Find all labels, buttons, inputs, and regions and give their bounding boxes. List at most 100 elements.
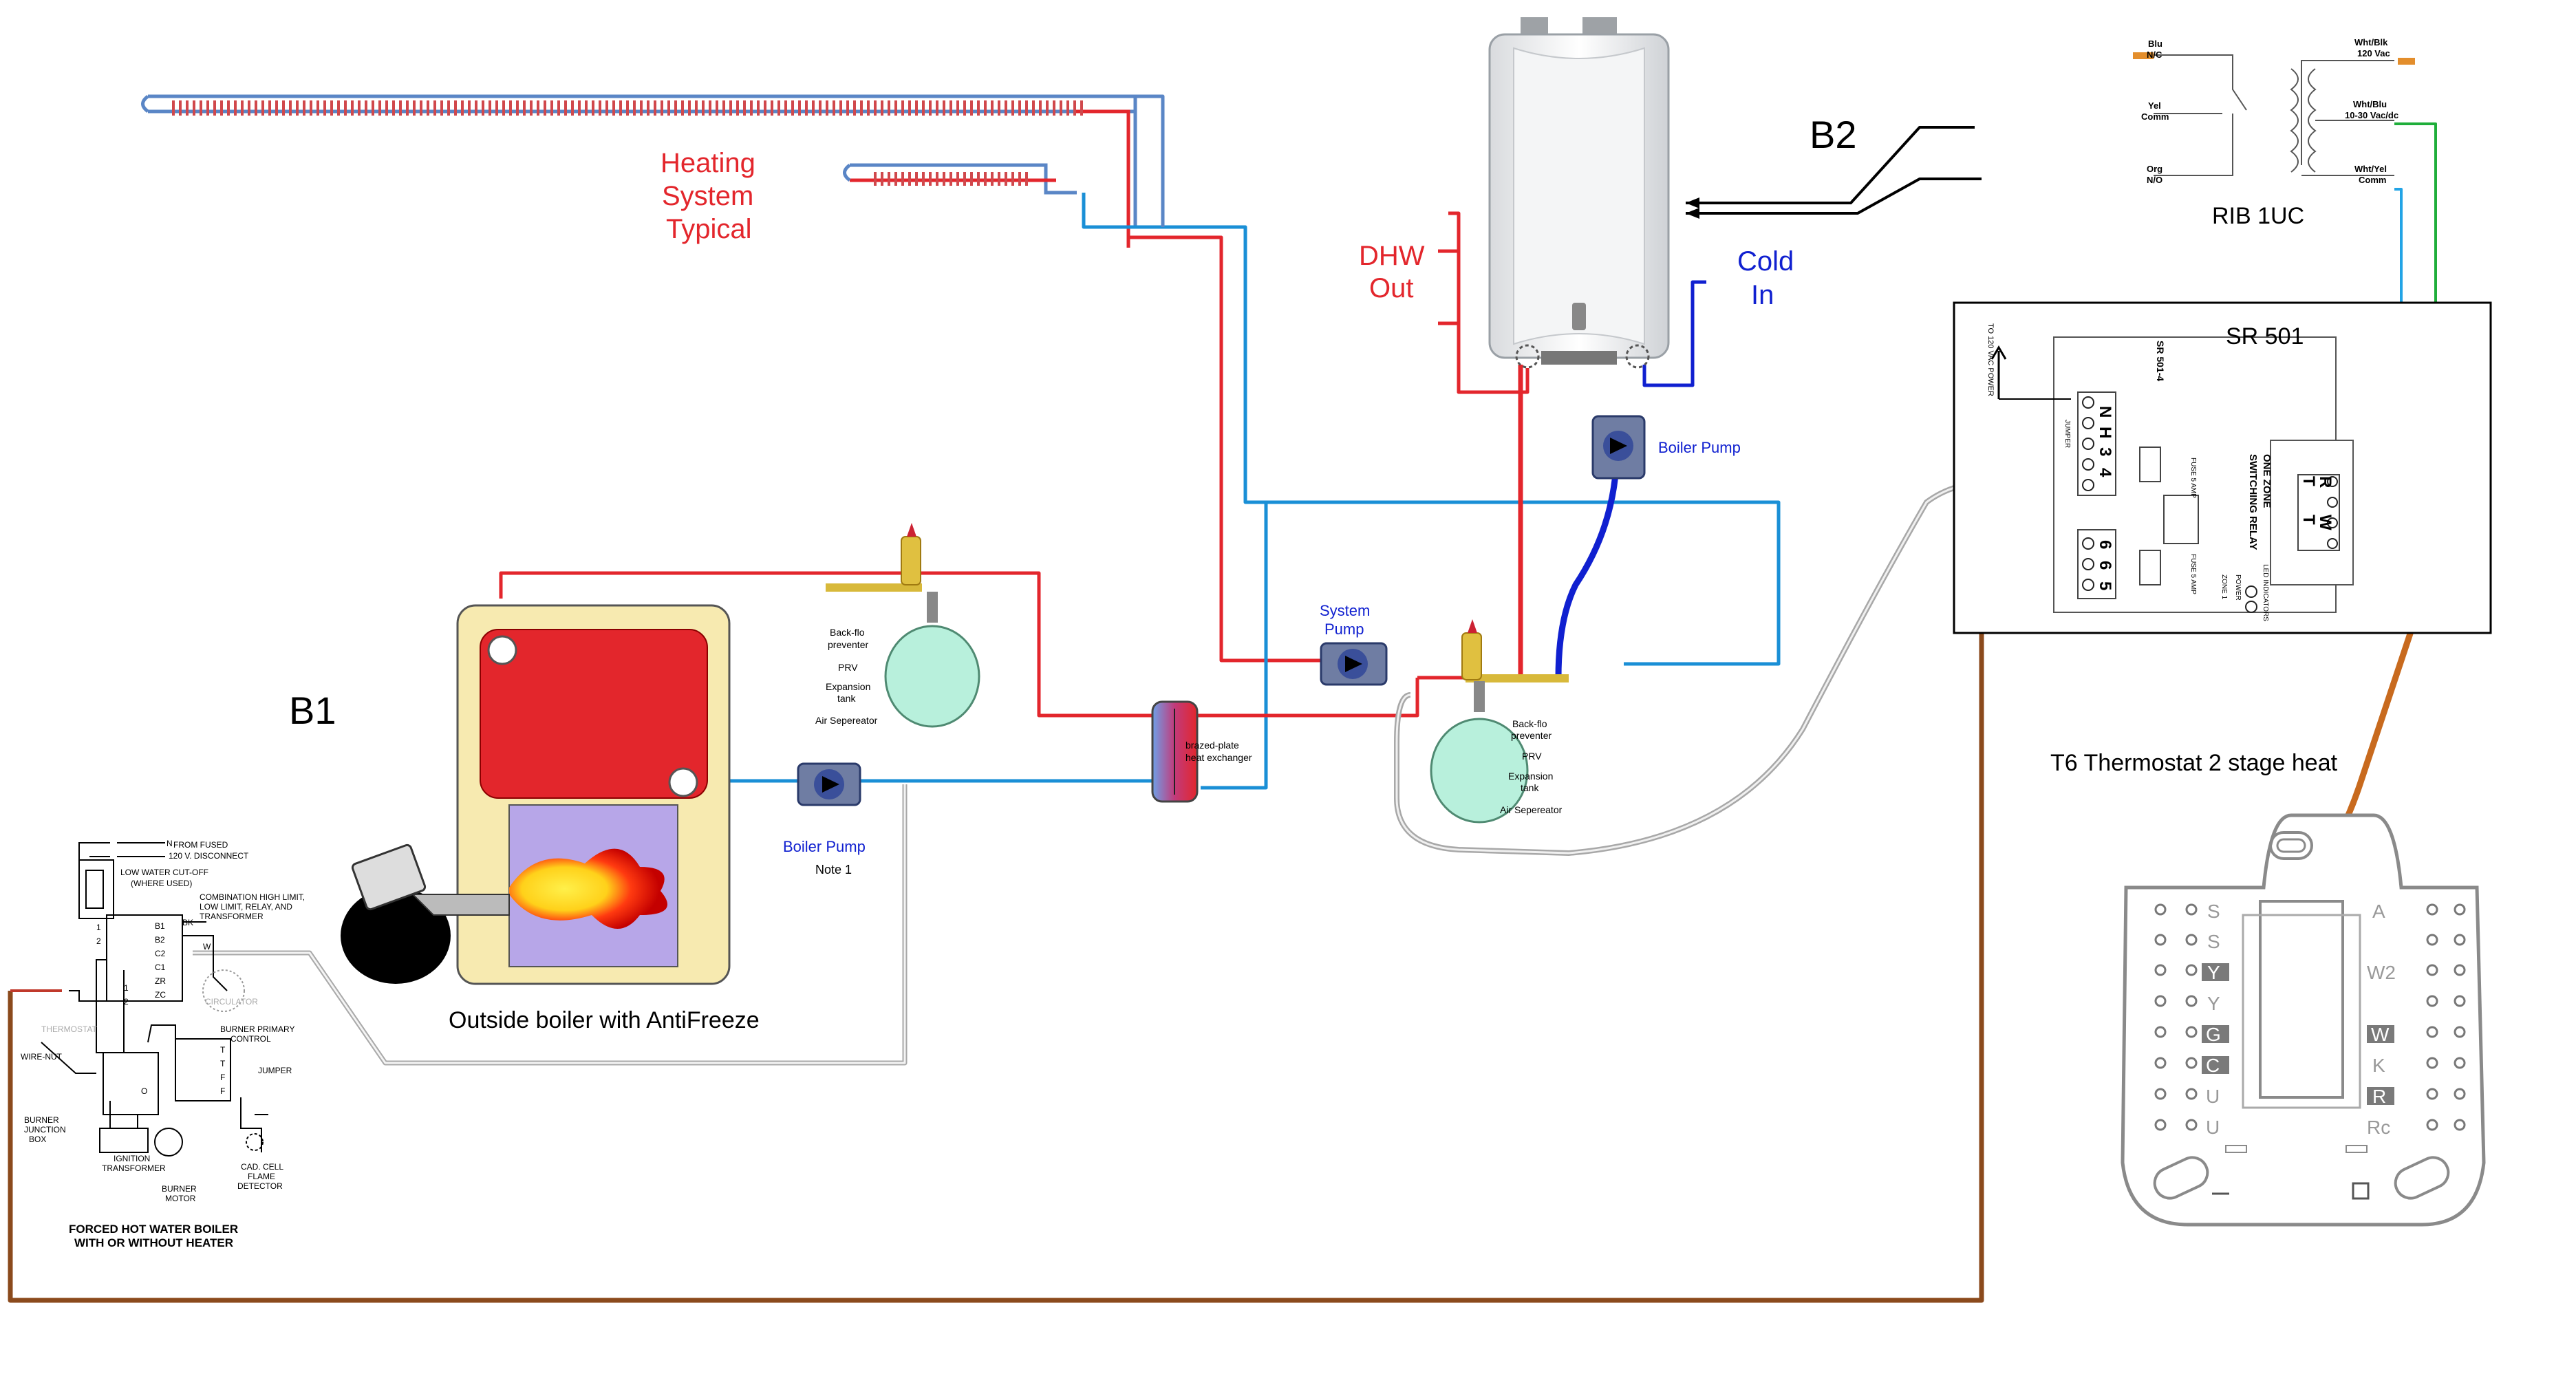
valve-label: preventer bbox=[1511, 730, 1552, 741]
valve-label: Back-flo bbox=[1512, 718, 1547, 729]
boiler-pump-right bbox=[1591, 415, 1646, 480]
valve-label: tank bbox=[1521, 782, 1539, 793]
valve-label: tank bbox=[837, 693, 856, 704]
thermostat-terminal: R bbox=[2372, 1086, 2386, 1107]
rib-label: N/O bbox=[2147, 175, 2162, 185]
thermostat-terminal: Rc bbox=[2367, 1117, 2390, 1138]
label-heating-3: Typical bbox=[666, 214, 752, 244]
sr501-title-1: ONE ZONE bbox=[2261, 454, 2273, 508]
schematic-label: IGNITION bbox=[114, 1154, 150, 1163]
sr501-terminal: R bbox=[2316, 476, 2334, 488]
arrow-icon bbox=[1686, 197, 1699, 219]
sr501-terminal: T bbox=[2299, 515, 2318, 525]
schematic-terminal: 1 bbox=[124, 983, 129, 993]
label-heat-exchanger-2: heat exchanger bbox=[1185, 752, 1252, 763]
valve-label: Back-flo bbox=[830, 627, 865, 638]
schematic-terminal: T bbox=[220, 1045, 226, 1055]
thermostat-terminal: K bbox=[2372, 1055, 2385, 1076]
schematic-label: O bbox=[141, 1086, 147, 1096]
label-sr501: SR 501 bbox=[2226, 323, 2304, 350]
outside-boiler bbox=[341, 604, 731, 985]
label-dhw-1: DHW bbox=[1359, 241, 1425, 271]
schematic-terminal: C1 bbox=[155, 963, 166, 972]
label-b2: B2 bbox=[1810, 113, 1857, 156]
schematic-label: TRANSFORMER bbox=[102, 1163, 166, 1173]
valve-label: Expansion bbox=[826, 681, 870, 692]
schematic-label: FLAME bbox=[248, 1172, 275, 1181]
schematic-label: THERMOSTAT bbox=[41, 1024, 98, 1034]
sr501-model: SR 501-4 bbox=[2155, 341, 2166, 381]
label-b1: B1 bbox=[289, 689, 336, 732]
valve-group-left bbox=[826, 523, 980, 728]
valve-group-right-labels: Back-flo preventer PRV Expansion tank Ai… bbox=[1500, 718, 1563, 815]
t6-thermostat-base bbox=[2121, 813, 2486, 1227]
long-baseboard-fins bbox=[169, 100, 1084, 116]
sr501-relay bbox=[1953, 301, 2492, 634]
thermostat-terminal: Y bbox=[2207, 993, 2220, 1014]
sr501-title-2: SWITCHING RELAY bbox=[2247, 454, 2259, 550]
thermostat-terminal: G bbox=[2206, 1024, 2221, 1045]
sr501-terminal: 3 bbox=[2096, 447, 2114, 456]
schematic-label: 120 V. DISCONNECT bbox=[169, 851, 249, 861]
schematic-label: BOX bbox=[29, 1135, 46, 1144]
piping bbox=[8, 94, 2437, 1303]
schematic-terminal: B2 bbox=[155, 935, 165, 945]
schematic-label: LOW LIMIT, RELAY, AND bbox=[200, 902, 292, 912]
rib-label: 120 Vac bbox=[2357, 48, 2390, 58]
schematic-terminal: 2 bbox=[96, 936, 101, 946]
label-cold-1: Cold bbox=[1737, 246, 1794, 277]
rib-label: Wht/Yel bbox=[2354, 164, 2387, 174]
thermostat-terminal: S bbox=[2207, 901, 2220, 922]
rib-label: 10-30 Vac/dc bbox=[2345, 110, 2398, 120]
label-outside-boiler: Outside boiler with AntiFreeze bbox=[449, 1007, 760, 1033]
thermostat-terminal-labels: S S Y Y G C U U A W2 W K R Rc bbox=[2206, 901, 2396, 1138]
thermostat-terminal: U bbox=[2206, 1117, 2220, 1138]
sr501-fuse-1: FUSE 5 AMP bbox=[2189, 458, 2197, 498]
schematic-label: JUMPER bbox=[258, 1066, 292, 1075]
schematic-label: TRANSFORMER bbox=[200, 912, 264, 921]
valve-group-right bbox=[1430, 619, 1569, 824]
thermostat-terminal: W bbox=[2371, 1024, 2390, 1045]
sr501-led: LED INDICATORS bbox=[2262, 564, 2269, 621]
thermostat-terminal: A bbox=[2372, 901, 2385, 922]
tankless-water-heater bbox=[1488, 17, 1670, 369]
sr501-zone: ZONE 1 bbox=[2220, 574, 2228, 600]
schematic-label: CAD. CELL bbox=[241, 1162, 283, 1172]
schematic-label: W bbox=[203, 942, 211, 951]
sr501-terminal: 6 bbox=[2096, 561, 2114, 570]
thermostat-terminal: Y bbox=[2207, 962, 2220, 983]
rib-label: Wht/Blk bbox=[2354, 37, 2388, 47]
rib-label: Org bbox=[2147, 164, 2162, 174]
sr501-terminal: 5 bbox=[2096, 581, 2114, 590]
schematic-title: FORCED HOT WATER BOILER bbox=[69, 1223, 238, 1236]
schematic-label: BURNER PRIMARY bbox=[220, 1024, 294, 1034]
sr501-panel-labels: SR 501-4 ONE ZONE SWITCHING RELAY TO 120… bbox=[1986, 323, 2334, 621]
rib-label: Yel bbox=[2148, 100, 2161, 111]
schematic-label: BURNER bbox=[162, 1184, 197, 1194]
sr501-terminal: N bbox=[2096, 406, 2114, 418]
thermostat-terminal: C bbox=[2206, 1055, 2220, 1076]
rib-label: Blu bbox=[2148, 39, 2162, 49]
thermostat-terminal: S bbox=[2207, 931, 2220, 952]
schematic-label: BK bbox=[182, 918, 193, 927]
label-note-1: Note 1 bbox=[815, 863, 852, 877]
valve-label: PRV bbox=[838, 662, 858, 673]
sr501-terminal: H bbox=[2096, 427, 2114, 438]
schematic-terminal: T bbox=[220, 1059, 226, 1068]
sr501-terminal: 6 bbox=[2096, 540, 2114, 549]
rib-label: N/C bbox=[2147, 50, 2162, 60]
label-system-pump-1: System bbox=[1320, 602, 1370, 619]
schematic-terminal: 1 bbox=[96, 923, 101, 932]
thermostat-terminal: U bbox=[2206, 1086, 2220, 1107]
sr501-terminal: T bbox=[2299, 476, 2318, 486]
sr501-fuse-2: FUSE 5 AMP bbox=[2189, 554, 2197, 594]
schematic-terminal: C2 bbox=[155, 949, 166, 958]
valve-label: Air Sepereator bbox=[1500, 804, 1563, 815]
brazed-plate-heat-exchanger bbox=[1151, 700, 1199, 803]
sr501-terminal: W bbox=[2316, 515, 2334, 530]
schematic-terminal: ZR bbox=[155, 976, 166, 986]
rib-label: Comm bbox=[2141, 111, 2169, 122]
label-boiler-pump-left: Boiler Pump bbox=[783, 838, 866, 855]
label-cold-2: In bbox=[1751, 280, 1774, 310]
